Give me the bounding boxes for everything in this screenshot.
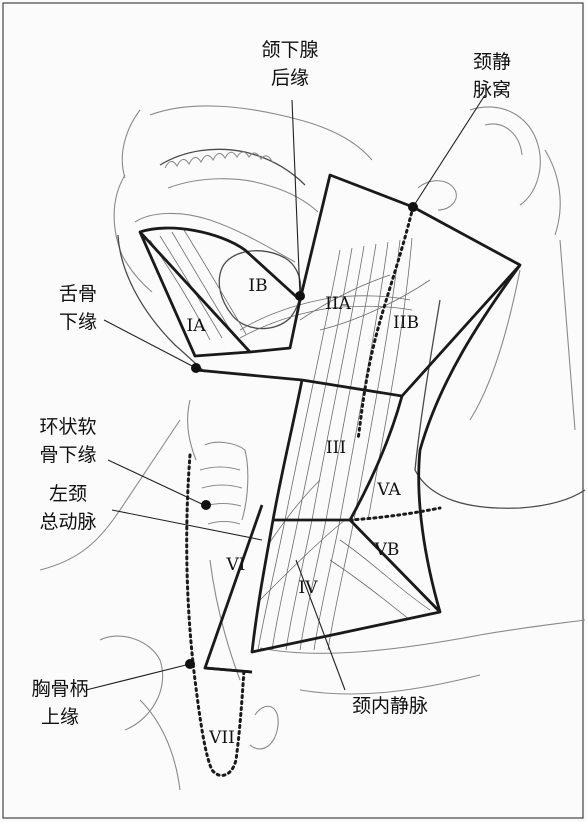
internal-jugular-label: 颈内静脉 <box>352 695 428 717</box>
zone-III: III <box>326 438 346 458</box>
zone-VI: VI <box>226 555 246 575</box>
carotid-label-2: 总动脉 <box>39 511 96 533</box>
zone-VA: VA <box>376 480 401 500</box>
jugular-fossa-label-2: 脉窝 <box>473 79 511 101</box>
zone-IIB: IIB <box>393 313 419 333</box>
zone-IIA: IIA <box>325 294 351 314</box>
level-V-outline <box>419 265 520 612</box>
sternal-label-1: 胸骨柄 <box>31 678 88 700</box>
hyoid-dot <box>191 363 201 373</box>
callout-labels: 颌下腺 后缘 颈静 脉窝 舌骨 下缘 环状软 骨下缘 左颈 总动脉 胸骨柄 上缘… <box>31 39 511 728</box>
carotid-label-1: 左颈 <box>49 483 87 505</box>
va-vb-divider <box>350 508 440 520</box>
hyoid-line <box>196 370 302 380</box>
submandibular-label-1: 颌下腺 <box>261 39 318 61</box>
jugular-fossa-dot <box>408 202 418 212</box>
sternal-dot <box>185 659 195 669</box>
zone-IB: IB <box>248 276 267 296</box>
hyoid-label-1: 舌骨 <box>59 283 97 305</box>
level-IA-outline <box>140 232 250 356</box>
cricoid-dot <box>201 500 211 510</box>
sternal-label-2: 上缘 <box>41 706 79 728</box>
submandibular-dot <box>295 291 305 301</box>
zone-IV: IV <box>299 578 319 598</box>
cricoid-label-2: 骨下缘 <box>39 444 96 466</box>
zone-IA: IA <box>187 316 207 336</box>
anatomy-sketch <box>40 106 585 790</box>
level-IV-outline <box>252 520 440 652</box>
scm-anterior-mid <box>273 380 302 520</box>
jugular-fossa-label-1: 颈静 <box>473 51 511 73</box>
zone-labels: IA IB IIA IIB III IV VA VB VI VII <box>187 276 419 748</box>
hyoid-label-2: 下缘 <box>59 311 97 333</box>
zone-VII: VII <box>208 728 235 748</box>
zone-VB: VB <box>374 540 400 560</box>
scm-posterior-mid <box>350 396 402 520</box>
cricoid-label-1: 环状软 <box>39 416 96 438</box>
submandibular-label-2: 后缘 <box>271 67 309 89</box>
level-boundaries <box>140 175 520 775</box>
